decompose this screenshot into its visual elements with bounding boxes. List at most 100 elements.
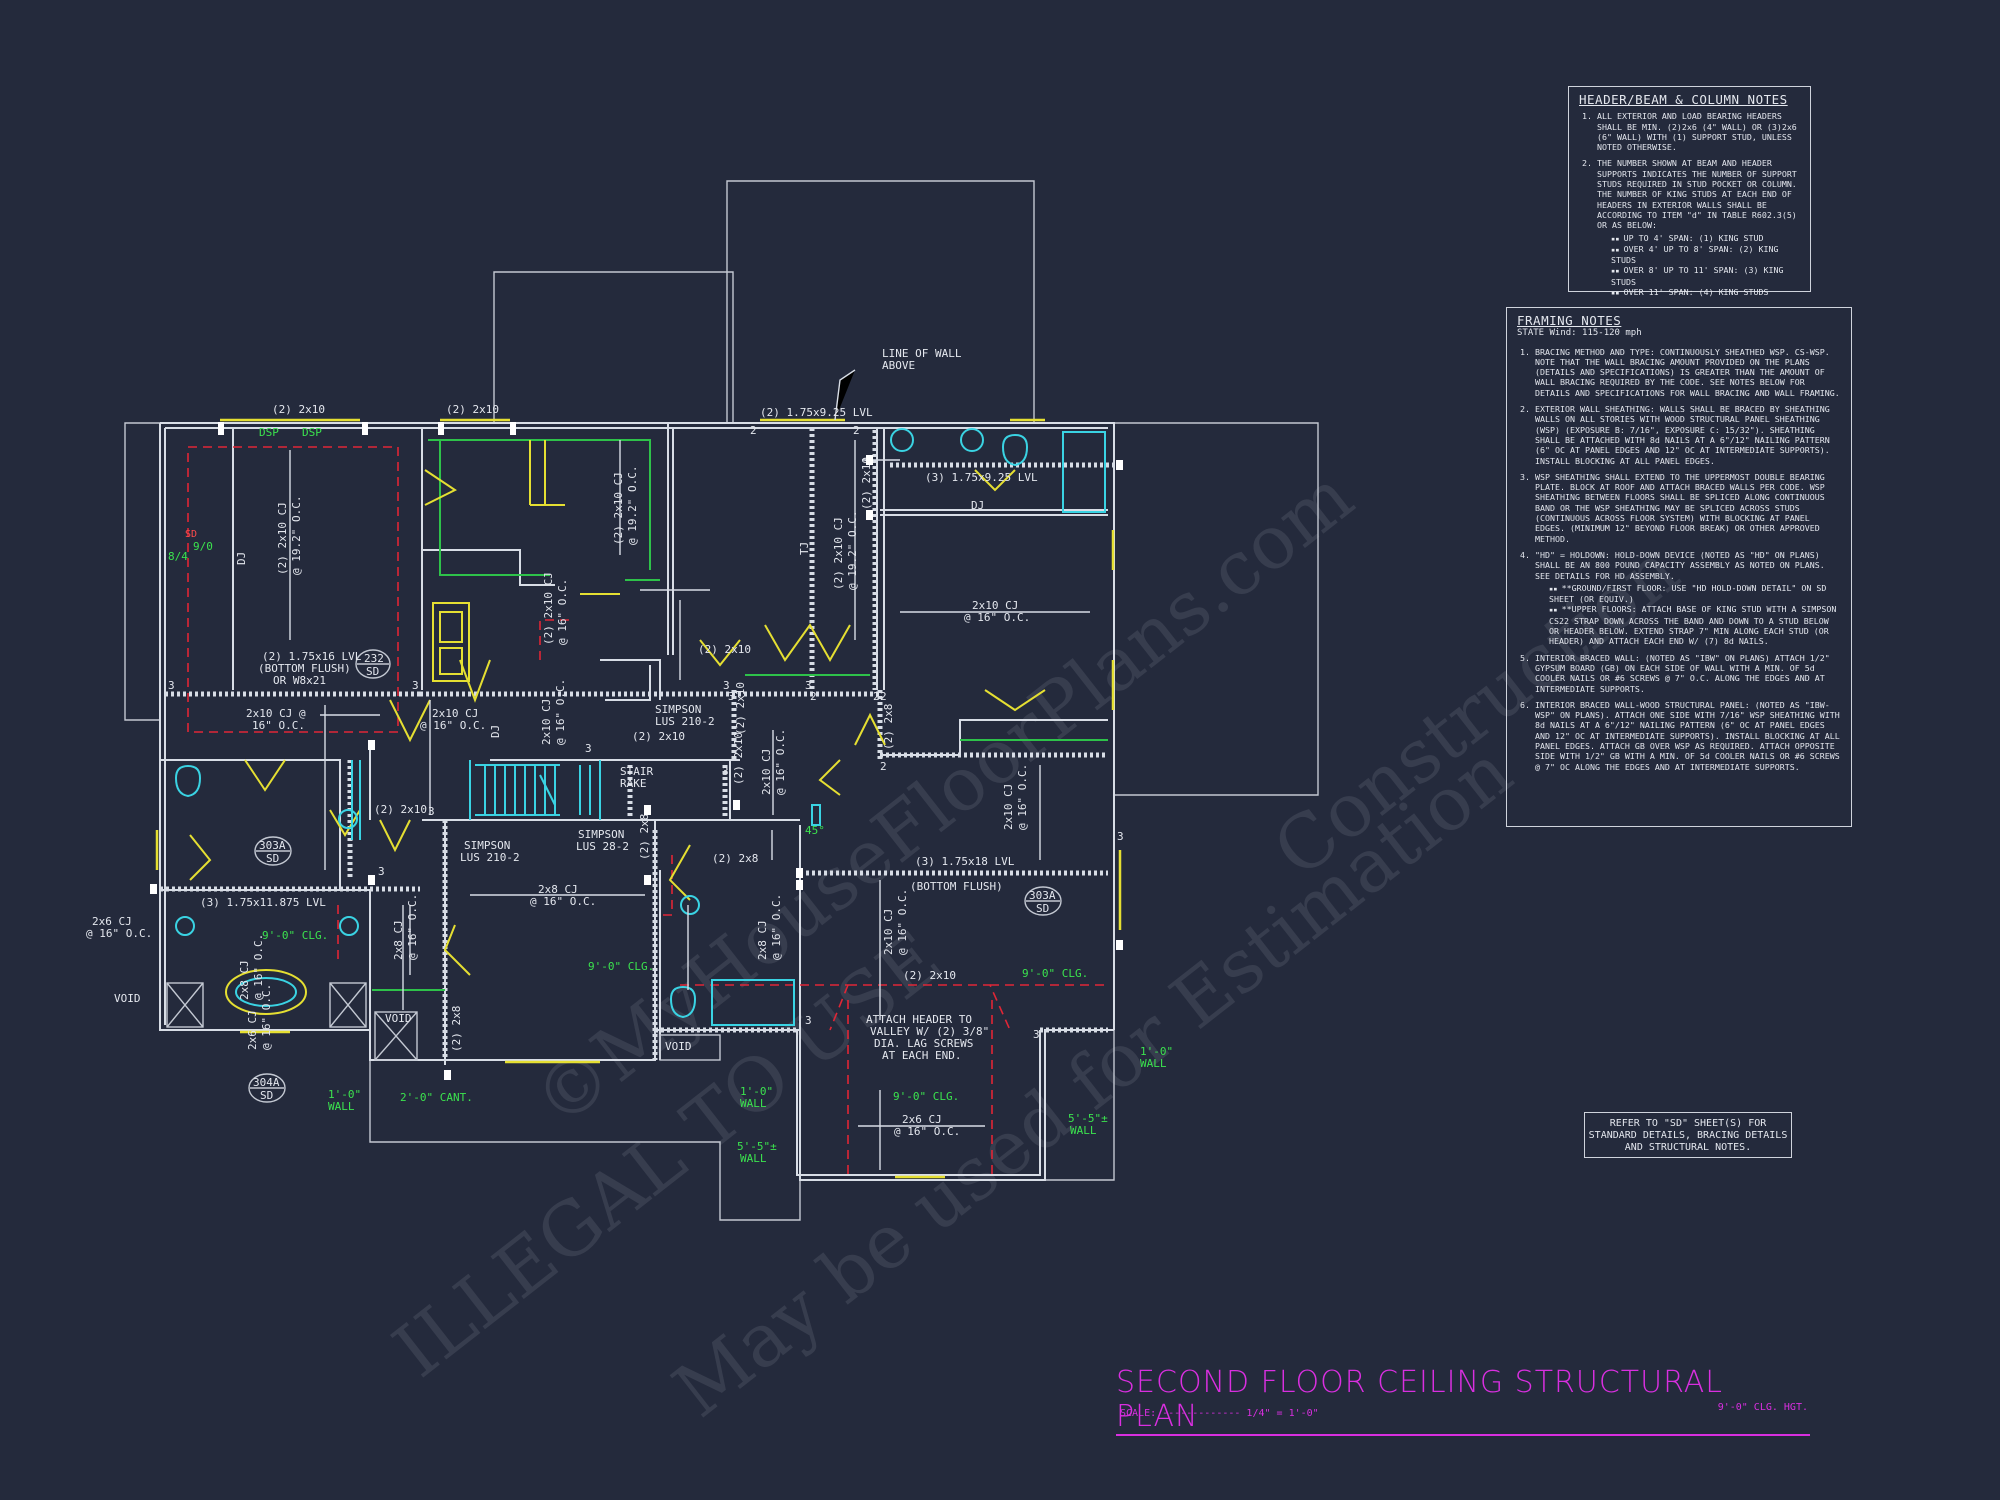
detail-tag[interactable]: 232 SD bbox=[355, 649, 391, 679]
void-areas bbox=[166, 982, 721, 1061]
label: DSP bbox=[259, 426, 279, 439]
label: RAKE bbox=[620, 777, 647, 790]
support-number: 3 bbox=[378, 865, 385, 878]
label: DIA. LAG SCREWS bbox=[874, 1037, 973, 1050]
label: (2) 2x10 bbox=[374, 803, 427, 816]
ceiling-height-labels: 9'-0" CLG. 9'-0" CLG. 9'-0" CLG. 9'-0" C… bbox=[168, 529, 1173, 1165]
label: LUS 210-2 bbox=[460, 851, 520, 864]
holdown-item: **GROUND/FIRST FLOOR: USE "HD HOLD-DOWN … bbox=[1549, 583, 1841, 605]
label: 2x10 CJ bbox=[432, 707, 478, 720]
label-green: 5'-5"± bbox=[737, 1140, 777, 1153]
header-beam-notes: HEADER/BEAM & COLUMN NOTES ALL EXTERIOR … bbox=[1568, 86, 1811, 297]
label: (2) 2x8 bbox=[882, 704, 895, 750]
support-number: 3 bbox=[728, 690, 735, 703]
label: (2) 2x10 bbox=[698, 643, 751, 656]
tag-sheet: SD bbox=[266, 852, 279, 865]
label: @ 19.2" O.C. bbox=[290, 496, 303, 575]
note-item: WSP SHEATHING SHALL EXTEND TO THE UPPERM… bbox=[1535, 472, 1841, 544]
label-green: 5'-5"± bbox=[1068, 1112, 1108, 1125]
label: (2) 2x8 bbox=[450, 1006, 463, 1052]
label: (2) 1.75x9.25 LVL bbox=[760, 406, 873, 419]
label: (3) 1.75x11.875 LVL bbox=[200, 896, 326, 909]
detail-tag[interactable]: 304A SD bbox=[248, 1073, 286, 1103]
label: @ 19.2" O.C. bbox=[846, 511, 859, 590]
ceiling-outlines bbox=[187, 446, 1108, 1175]
label-green: WALL bbox=[740, 1152, 767, 1165]
support-number: 2 bbox=[873, 690, 880, 703]
king-stud-list: UP TO 4' SPAN: (1) KING STUD OVER 4' UP … bbox=[1597, 233, 1800, 299]
framing-notes-heading: FRAMING NOTES bbox=[1517, 313, 1622, 328]
label: 2x10 CJ bbox=[972, 599, 1018, 612]
framing-labels: (2) 2x10 (2) 2x10 (2) 1.75x9.25 LVL DSP … bbox=[86, 347, 1038, 1138]
beams bbox=[160, 428, 1120, 1060]
label: 2x8 CJ bbox=[756, 920, 769, 960]
label: 2x10 CJ bbox=[1002, 784, 1015, 830]
label: (2) 2x10 bbox=[732, 732, 745, 785]
support-number: 2 bbox=[750, 424, 757, 437]
detail-tag[interactable]: 303A SD bbox=[254, 836, 292, 866]
green-walls bbox=[372, 439, 1108, 991]
king-stud-item: UP TO 4' SPAN: (1) KING STUD bbox=[1611, 233, 1800, 244]
label: @ 16" O.C. bbox=[1016, 764, 1029, 830]
support-number: 3 bbox=[1117, 830, 1124, 843]
label: (2) 2x8 bbox=[712, 852, 758, 865]
label: (BOTTOM FLUSH) bbox=[258, 662, 351, 675]
stair bbox=[475, 764, 591, 816]
label: (2) 2x10 bbox=[903, 969, 956, 982]
label: VOID bbox=[385, 1012, 412, 1025]
label: DJ bbox=[489, 725, 502, 738]
label: 2x10 CJ @ bbox=[246, 707, 306, 720]
label-green: WALL bbox=[328, 1100, 355, 1113]
label: (2) 2x10 CJ bbox=[542, 572, 555, 645]
support-number: 3 bbox=[428, 805, 435, 818]
label: STAIR bbox=[620, 765, 653, 778]
king-stud-item: OVER 11' SPAN: (4) KING STUDS bbox=[1611, 287, 1800, 298]
holdown-list: **GROUND/FIRST FLOOR: USE "HD HOLD-DOWN … bbox=[1535, 583, 1841, 647]
detail-tag[interactable]: 303A SD bbox=[1024, 886, 1062, 916]
label: @ 16" O.C. bbox=[554, 679, 567, 745]
label: AT EACH END. bbox=[882, 1049, 961, 1062]
label: @ 16" O.C. bbox=[770, 894, 783, 960]
note-item-text: THE NUMBER SHOWN AT BEAM AND HEADER SUPP… bbox=[1597, 158, 1797, 231]
label-green: 2'-0" CANT. bbox=[400, 1091, 473, 1104]
label: (3) 1.75x18 LVL bbox=[915, 855, 1015, 868]
label: (3) 1.75x9.25 LVL bbox=[925, 471, 1038, 484]
label: LINE OF WALL bbox=[882, 347, 962, 360]
tag-sheet: SD bbox=[366, 665, 379, 678]
fixtures bbox=[174, 428, 1106, 1026]
label: (BOTTOM FLUSH) bbox=[910, 880, 1003, 893]
label: OR W8x21 bbox=[273, 674, 326, 687]
label: 2x8 CJ bbox=[538, 883, 578, 896]
note-item: EXTERIOR WALL SHEATHING: WALLS SHALL BE … bbox=[1535, 404, 1841, 466]
note-item: THE NUMBER SHOWN AT BEAM AND HEADER SUPP… bbox=[1597, 158, 1800, 298]
label: SIMPSON bbox=[655, 703, 701, 716]
note-item: ALL EXTERIOR AND LOAD BEARING HEADERS SH… bbox=[1597, 111, 1800, 152]
king-stud-item: OVER 4' UP TO 8' SPAN: (2) KING STUDS bbox=[1611, 244, 1800, 266]
label: ABOVE bbox=[882, 359, 915, 372]
tag-number: 303A bbox=[259, 839, 286, 852]
label-green: WALL bbox=[1140, 1057, 1167, 1070]
label: 2x10 CJ bbox=[540, 699, 553, 745]
framing-notes-subheading: STATE Wind: 115-120 mph bbox=[1517, 328, 1642, 339]
label: TJ bbox=[798, 542, 811, 555]
note-item-text: "HD" = HOLDOWN: HOLD-DOWN DEVICE (NOTED … bbox=[1535, 549, 1825, 581]
note-item: INTERIOR BRACED WALL-WOOD STRUCTURAL PAN… bbox=[1535, 700, 1841, 772]
label: (2) 2x10 bbox=[734, 682, 747, 735]
label: @ 16" O.C. bbox=[260, 984, 273, 1050]
label: 2x10 CJ bbox=[882, 909, 895, 955]
label: SIMPSON bbox=[464, 839, 510, 852]
support-number: 3 bbox=[805, 679, 812, 692]
label: VOID bbox=[114, 992, 141, 1005]
label-green: 9/0 bbox=[193, 540, 213, 553]
label: (2) 2x10 bbox=[860, 457, 873, 510]
label-green: 1'-0" bbox=[1140, 1045, 1173, 1058]
label-green: WALL bbox=[740, 1097, 767, 1110]
detail-tags: 232 SD 303A SD 303A SD 304A SD bbox=[248, 649, 1062, 1103]
label: @ 16" O.C. bbox=[774, 729, 787, 795]
support-number: 2 bbox=[880, 690, 887, 703]
note-item: INTERIOR BRACED WALL: (NOTED AS "IBW" ON… bbox=[1535, 653, 1841, 694]
sheet-title: SECOND FLOOR CEILING STRUCTURAL PLAN bbox=[1116, 1366, 1810, 1436]
label: (2) 2x10 bbox=[446, 403, 499, 416]
label: 2x6 CJ bbox=[246, 1010, 259, 1050]
tag-number: 304A bbox=[253, 1076, 280, 1089]
